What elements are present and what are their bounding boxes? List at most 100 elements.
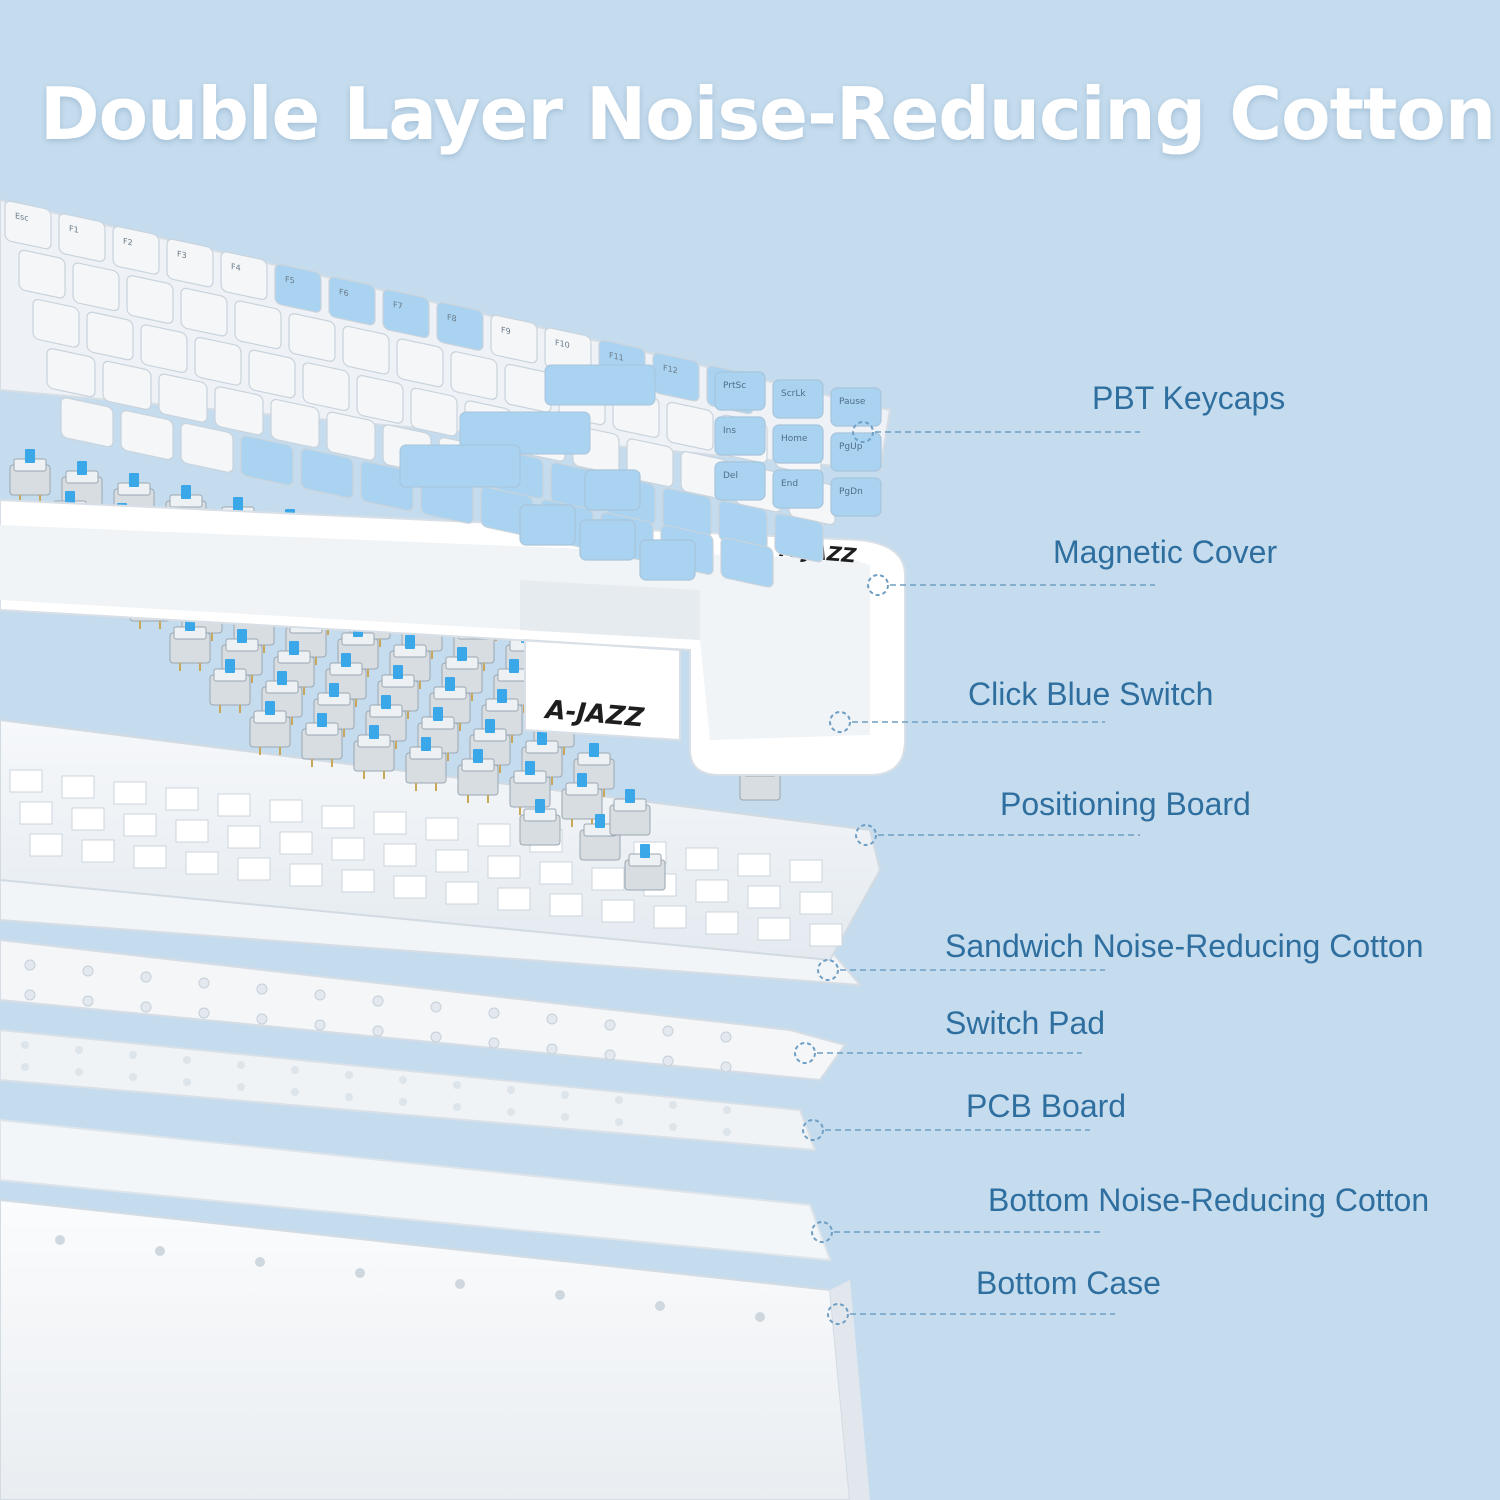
plate-cutout bbox=[477, 823, 511, 847]
keycap-nav bbox=[772, 469, 824, 509]
keycap-nav bbox=[714, 371, 766, 411]
leader-bottom-cotton bbox=[811, 1221, 1100, 1243]
label-bottom-case: Bottom Case bbox=[976, 1265, 1161, 1301]
pad-hole bbox=[82, 965, 94, 977]
pcb-hole bbox=[399, 1098, 407, 1106]
keycap bbox=[180, 422, 234, 473]
keycap bbox=[356, 375, 404, 424]
keycap bbox=[126, 275, 174, 324]
keycap bbox=[666, 401, 714, 451]
pad-hole bbox=[430, 1031, 442, 1043]
keycap-nav bbox=[714, 461, 766, 501]
pcb-hole bbox=[345, 1071, 353, 1079]
pcb-hole bbox=[291, 1066, 299, 1074]
pcb-hole bbox=[615, 1096, 623, 1104]
pcb-hole bbox=[183, 1056, 191, 1064]
pad-hole bbox=[256, 983, 268, 995]
switch-stem bbox=[341, 653, 351, 667]
keycap-enter bbox=[459, 411, 591, 455]
keycap bbox=[342, 325, 390, 375]
bottom-cotton-layer bbox=[0, 1118, 832, 1262]
keycap-legend: Del bbox=[723, 471, 738, 481]
plate-cutout bbox=[61, 775, 95, 799]
pad-hole bbox=[256, 1013, 268, 1025]
blue-switch bbox=[249, 701, 291, 755]
keycap bbox=[234, 300, 282, 350]
positioning-board-layer bbox=[0, 718, 882, 962]
plate-cutout bbox=[217, 793, 251, 817]
plate-cutout bbox=[705, 911, 739, 935]
switch-stem bbox=[289, 641, 299, 655]
blue-switch bbox=[561, 773, 603, 827]
pad-hole bbox=[488, 1037, 500, 1049]
plate-cutout bbox=[539, 861, 573, 885]
keycap bbox=[240, 435, 294, 486]
leader-positioning-board bbox=[855, 824, 1140, 846]
pcb-hole bbox=[615, 1118, 623, 1126]
pcb-hole bbox=[399, 1076, 407, 1084]
keycap bbox=[158, 373, 208, 423]
blue-switch bbox=[579, 814, 621, 861]
plate-cutout bbox=[331, 837, 365, 861]
pad-hole bbox=[662, 1025, 674, 1037]
pad-hole bbox=[82, 995, 94, 1007]
plate-cutout bbox=[757, 917, 791, 941]
pad-hole bbox=[372, 995, 384, 1007]
switch-stem bbox=[525, 761, 535, 775]
plate-cutout bbox=[81, 839, 115, 863]
label-bottom-cotton: Bottom Noise-Reducing Cotton bbox=[988, 1182, 1430, 1218]
case-screw-hole bbox=[755, 1312, 765, 1322]
keycap bbox=[326, 411, 376, 461]
label-magnetic-cover: Magnetic Cover bbox=[1053, 534, 1278, 570]
pcb-hole bbox=[561, 1113, 569, 1121]
keycap bbox=[72, 262, 120, 312]
blue-switch bbox=[405, 737, 447, 791]
keycap-arrow bbox=[579, 519, 636, 561]
plate-cutout bbox=[269, 799, 303, 823]
keycap bbox=[120, 410, 174, 461]
keycap bbox=[382, 289, 430, 339]
keycap-legend: End bbox=[781, 479, 798, 489]
switch-stem bbox=[233, 497, 243, 511]
plate-cutout bbox=[747, 885, 781, 909]
pcb-hole bbox=[183, 1078, 191, 1086]
pcb-hole bbox=[507, 1086, 515, 1094]
pad-hole bbox=[314, 989, 326, 1001]
keycap bbox=[720, 537, 774, 588]
blue-switch bbox=[353, 725, 395, 779]
keycap bbox=[166, 238, 214, 288]
keycap bbox=[112, 225, 160, 275]
keycap bbox=[102, 360, 152, 410]
pcb-hole bbox=[21, 1063, 29, 1071]
leader-marker bbox=[855, 824, 877, 846]
keycap-arrow bbox=[519, 504, 576, 546]
bottom-case-layer bbox=[0, 1198, 870, 1500]
keycap bbox=[180, 287, 228, 337]
pcb-hole bbox=[453, 1081, 461, 1089]
keycap-legend: Ins bbox=[723, 426, 736, 436]
pcb-hole bbox=[345, 1093, 353, 1101]
keycap bbox=[274, 263, 322, 313]
leader-marker bbox=[811, 1221, 833, 1243]
plate-cutout bbox=[19, 801, 53, 825]
plate-cutout bbox=[445, 881, 479, 905]
switch-stem bbox=[421, 737, 431, 751]
pad-hole bbox=[198, 1007, 210, 1019]
keycap-legend: ScrLk bbox=[781, 389, 806, 399]
keycap-legend: F11 bbox=[609, 350, 624, 363]
keycap bbox=[46, 348, 96, 398]
keycap-arrow bbox=[584, 469, 641, 511]
keycap bbox=[288, 313, 336, 362]
pcb-hole bbox=[561, 1091, 569, 1099]
switch-stem bbox=[433, 707, 443, 721]
case-screw-hole bbox=[155, 1246, 165, 1256]
leader-sandwich-cotton bbox=[817, 959, 1105, 981]
pad-hole bbox=[372, 1025, 384, 1037]
blue-switch bbox=[301, 713, 343, 767]
pcb-hole bbox=[669, 1101, 677, 1109]
keycap-legend: F12 bbox=[663, 362, 678, 375]
pad-hole bbox=[140, 1001, 152, 1013]
keycap-legend: F4 bbox=[231, 261, 241, 273]
keycap bbox=[18, 249, 66, 299]
